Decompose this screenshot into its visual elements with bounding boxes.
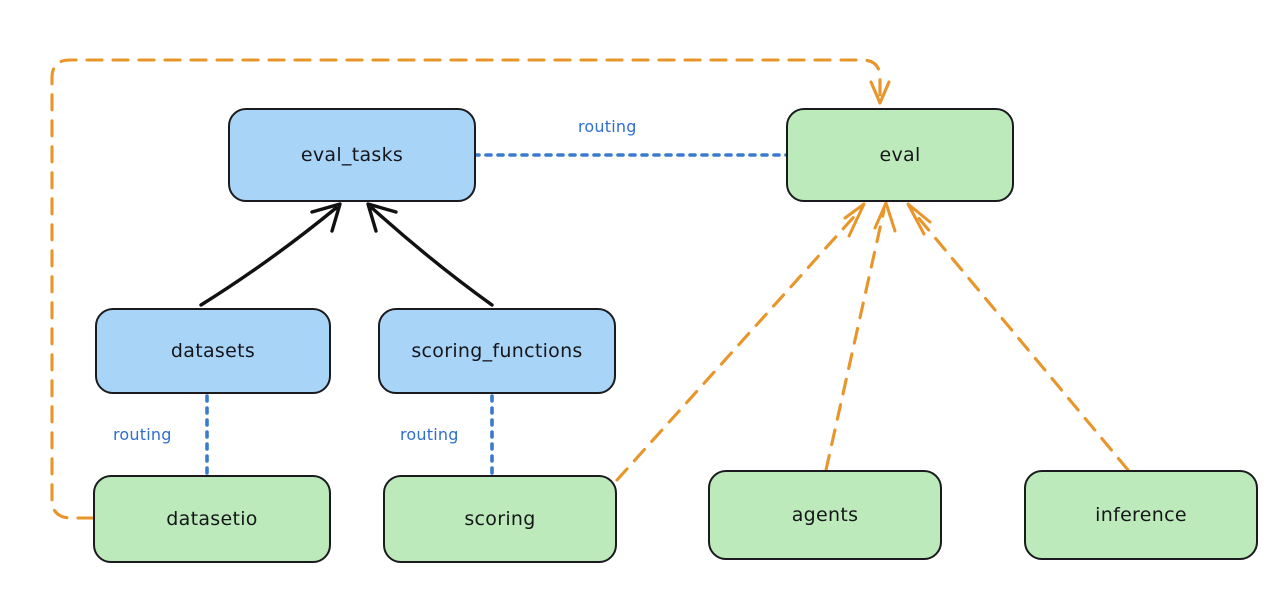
edge-label-routing-scoring: routing	[400, 425, 459, 444]
edge-scoring_functions-to-eval_tasks	[366, 202, 494, 307]
edge-scoring-to-eval	[615, 202, 866, 482]
node-label-scoring_functions: scoring_functions	[411, 339, 583, 362]
node-scoring[interactable]: scoring	[383, 475, 617, 563]
edge-label-routing-eval: routing	[578, 117, 637, 136]
node-eval[interactable]: eval	[786, 108, 1014, 202]
node-agents[interactable]: agents	[708, 470, 942, 560]
node-label-datasetio: datasetio	[166, 507, 258, 530]
node-label-inference: inference	[1095, 503, 1187, 526]
node-label-datasets: datasets	[170, 339, 256, 362]
node-label-eval_tasks: eval_tasks	[300, 143, 404, 166]
node-label-agents: agents	[791, 503, 859, 526]
edge-inference-to-eval	[906, 202, 1130, 472]
edge-label-routing-datasets: routing	[113, 425, 172, 444]
edge-datasetio-to-eval	[50, 58, 891, 520]
node-label-eval: eval	[879, 143, 921, 166]
node-eval_tasks[interactable]: eval_tasks	[228, 108, 476, 202]
edge-agents-to-eval	[824, 201, 897, 472]
node-inference[interactable]: inference	[1024, 470, 1258, 560]
node-label-scoring: scoring	[464, 507, 536, 530]
node-scoring_functions[interactable]: scoring_functions	[378, 308, 616, 394]
edge-datasets-to-eval_tasks	[199, 202, 342, 307]
node-datasets[interactable]: datasets	[95, 308, 331, 394]
node-datasetio[interactable]: datasetio	[93, 475, 331, 563]
